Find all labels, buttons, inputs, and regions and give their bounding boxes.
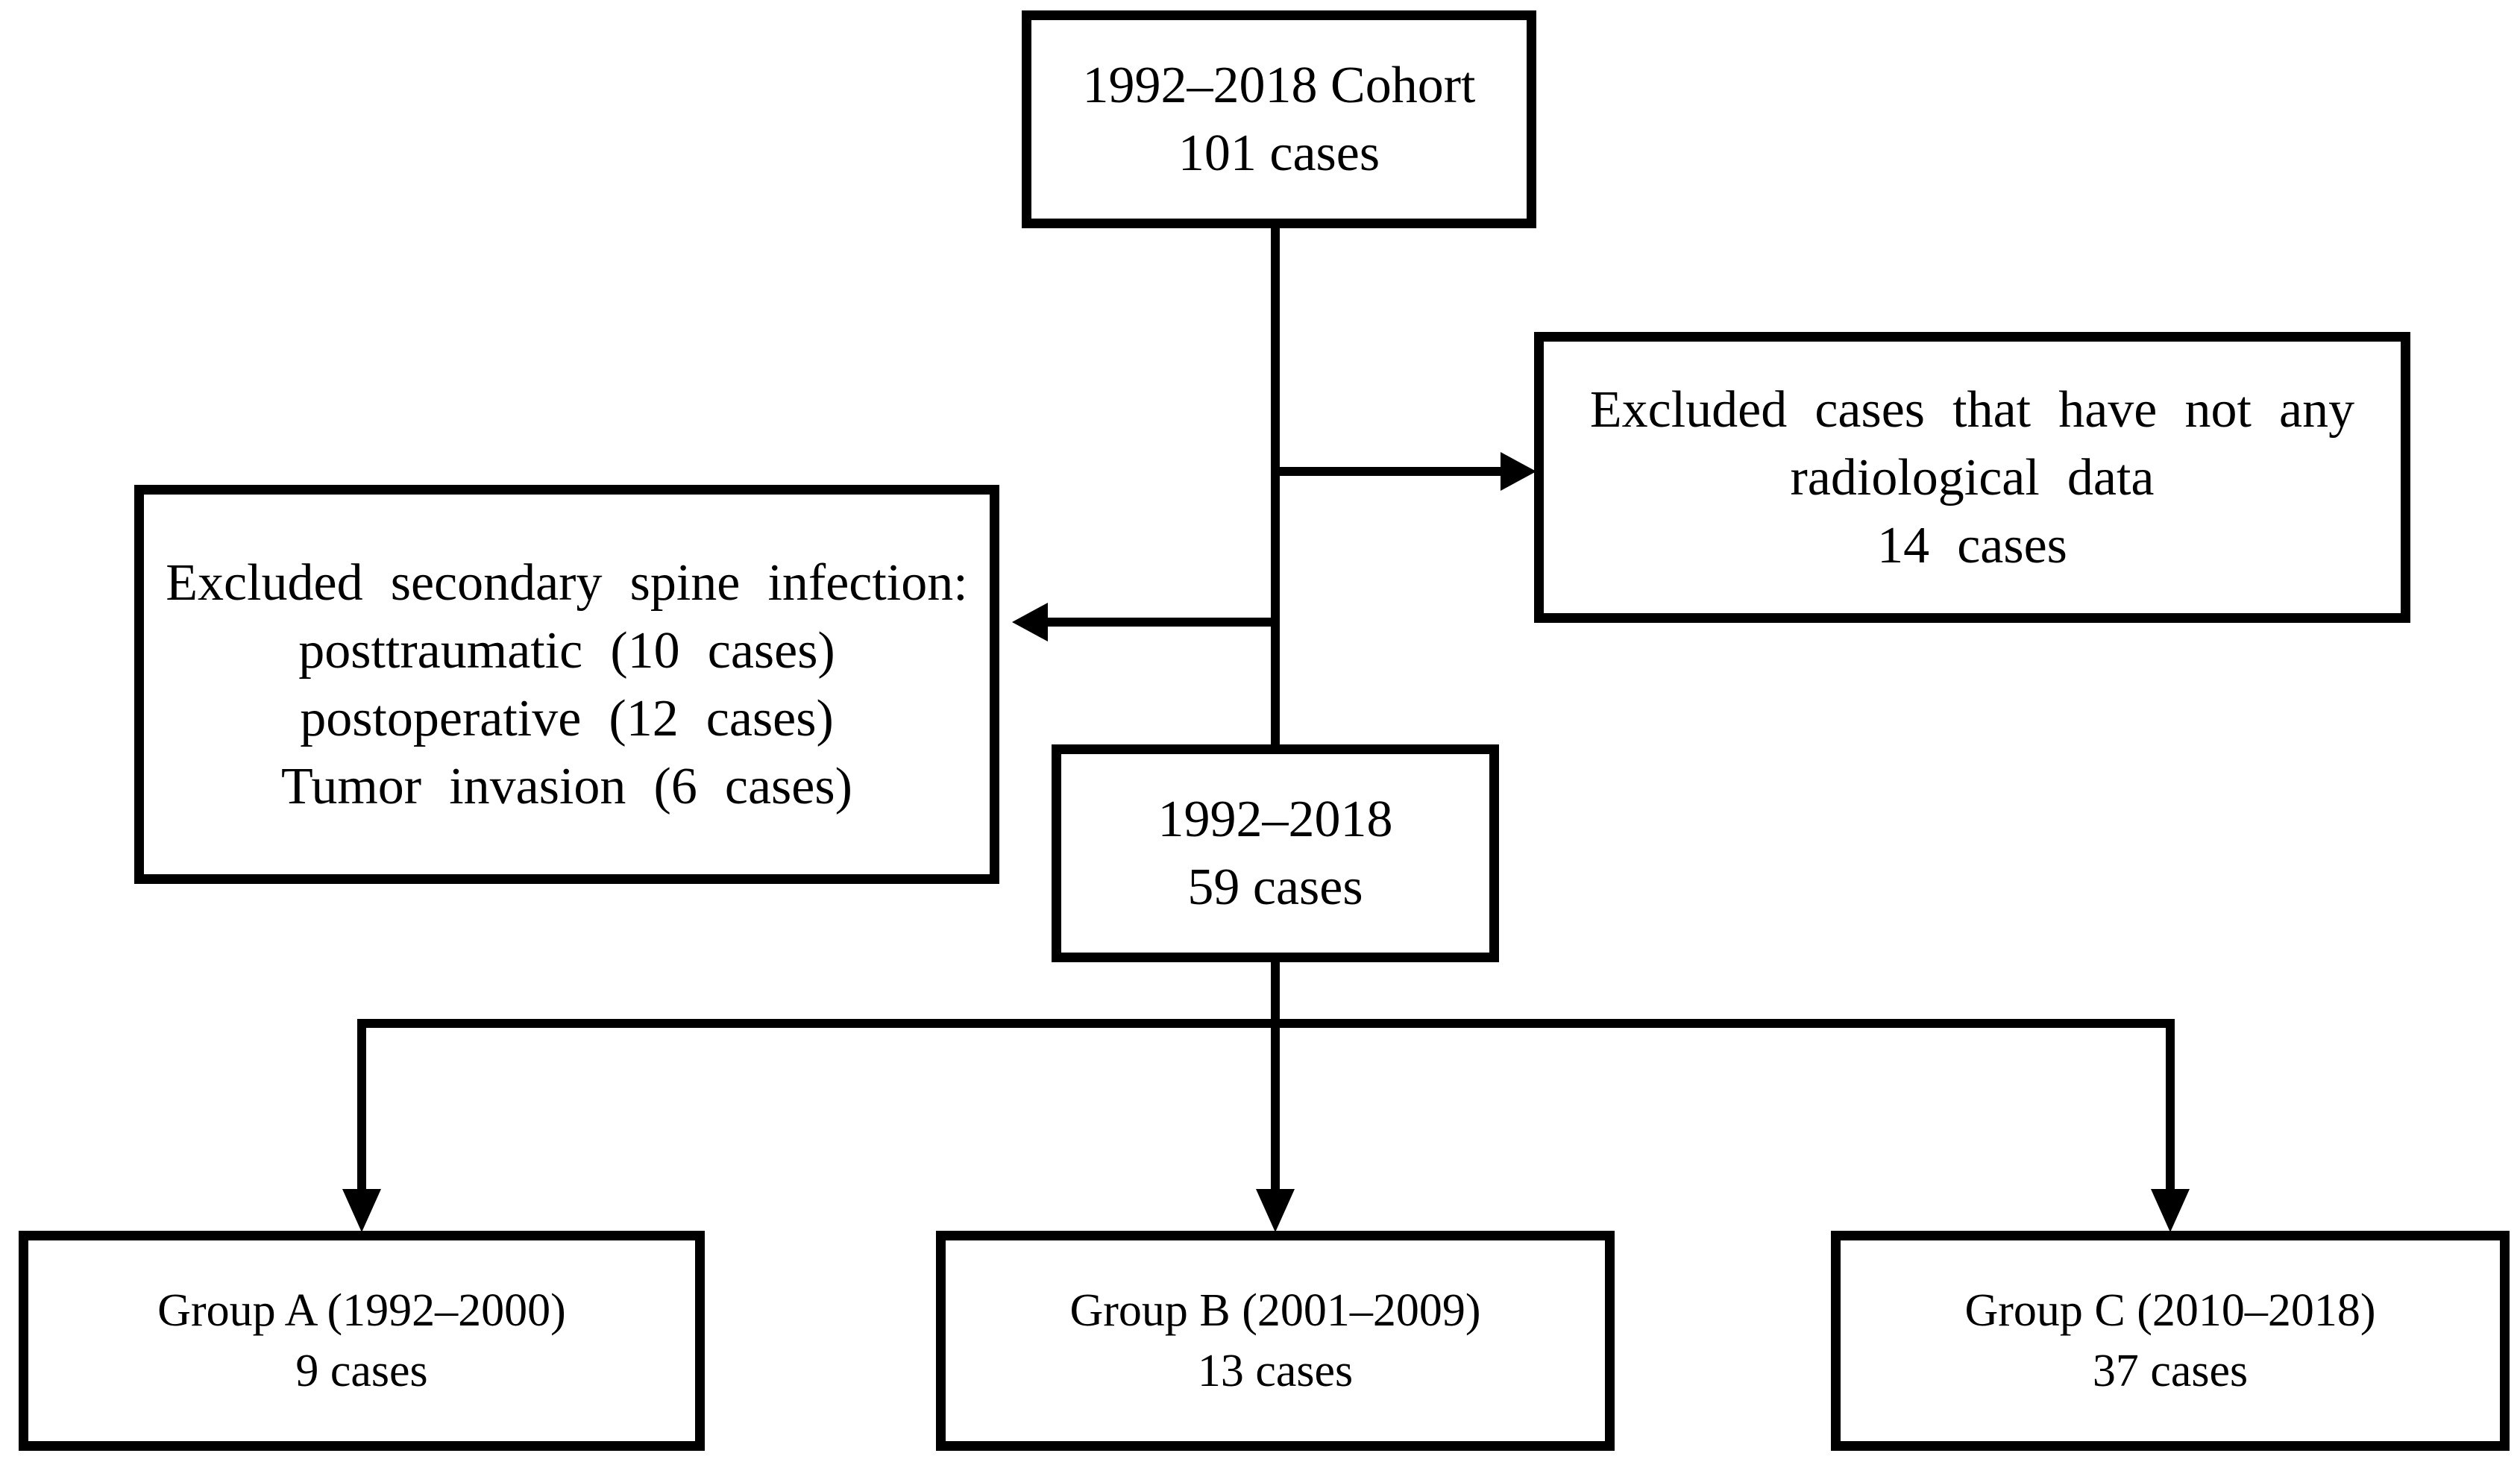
group-a-line-1: Group A (1992–2000): [157, 1284, 566, 1336]
arrowhead-right: [1501, 452, 1536, 491]
arrowhead-down-group-b: [1256, 1189, 1295, 1232]
connector-to-excluded-radiology: [1275, 467, 1503, 476]
final-cohort-line-1: 1992–2018: [1157, 791, 1393, 848]
group-c-line-2: 37 cases: [2092, 1345, 2249, 1396]
connector-cohort-to-final: [1271, 224, 1280, 749]
excluded-secondary-line-4: Tumor invasion (6 cases): [281, 757, 852, 815]
connector-to-group-a: [357, 1019, 366, 1193]
connector-final-to-group-b: [1271, 958, 1280, 1193]
arrowhead-down-group-a: [342, 1189, 381, 1232]
excluded-radiology-line-2: radiological data: [1790, 448, 2155, 506]
arrowhead-down-group-c: [2151, 1189, 2190, 1232]
excluded-secondary-line-2: posttraumatic (10 cases): [298, 621, 835, 680]
connector-to-excluded-secondary: [1048, 618, 1275, 627]
excluded-secondary-line-3: postoperative (12 cases): [300, 689, 834, 747]
group-c-line-1: Group C (2010–2018): [1964, 1284, 2376, 1336]
group-c-box: Group C (2010–2018) 37 cases: [1831, 1231, 2510, 1451]
cohort-box-line-2: 101 cases: [1178, 125, 1380, 182]
arrowhead-left: [1012, 603, 1048, 641]
final-cohort-box: 1992–2018 59 cases: [1052, 744, 1499, 962]
excluded-radiology-box: Excluded cases that have not any radiolo…: [1534, 332, 2410, 623]
excluded-secondary-line-1: Excluded secondary spine infection:: [166, 553, 968, 612]
cohort-box: 1992–2018 Cohort 101 cases: [1022, 10, 1536, 228]
group-b-box: Group B (2001–2009) 13 cases: [936, 1231, 1615, 1451]
group-b-line-1: Group B (2001–2009): [1069, 1284, 1481, 1336]
cohort-box-line-1: 1992–2018 Cohort: [1082, 57, 1476, 114]
excluded-secondary-infection-box: Excluded secondary spine infection: post…: [134, 485, 999, 884]
connector-to-group-c: [2166, 1019, 2175, 1193]
group-a-line-2: 9 cases: [295, 1345, 428, 1396]
group-b-line-2: 13 cases: [1197, 1345, 1354, 1396]
excluded-radiology-line-3: 14 cases: [1877, 516, 2067, 574]
excluded-radiology-line-1: Excluded cases that have not any: [1589, 380, 2355, 439]
final-cohort-line-2: 59 cases: [1187, 859, 1363, 916]
connector-distribution-line: [357, 1019, 2175, 1028]
group-a-box: Group A (1992–2000) 9 cases: [19, 1231, 705, 1451]
